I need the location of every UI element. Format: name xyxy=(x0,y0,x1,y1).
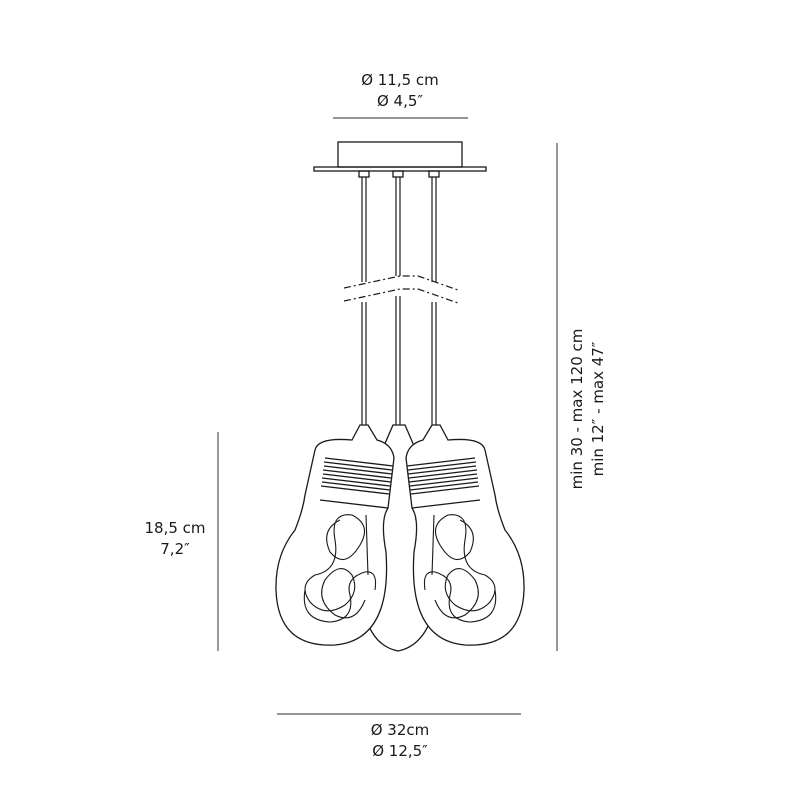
suspension-length-label: min 30 - max 120 cm min 12″ - max 47″ xyxy=(567,309,609,509)
bulb-height-metric: 18,5 cm xyxy=(144,519,206,537)
filament-right xyxy=(423,514,497,623)
canopy-diameter-metric: Ø 11,5 cm xyxy=(361,71,439,89)
bulb-left xyxy=(275,424,395,646)
canopy-diameter-imperial: Ø 4,5″ xyxy=(376,92,424,110)
overall-diameter-label: Ø 32cm Ø 12,5″ xyxy=(300,720,500,762)
overall-diameter-metric: Ø 32cm xyxy=(370,721,430,739)
bulb-right xyxy=(405,424,525,646)
length-break-lines xyxy=(343,275,459,304)
bulb-height-imperial: 7,2″ xyxy=(160,540,190,558)
overall-diameter-imperial: Ø 12,5″ xyxy=(372,742,428,760)
ceiling-canopy xyxy=(313,141,487,178)
suspension-cables xyxy=(361,177,437,425)
canopy-diameter-label: Ø 11,5 cm Ø 4,5″ xyxy=(300,70,500,112)
bulb-height-label: 18,5 cm 7,2″ xyxy=(120,518,230,560)
suspension-length-imperial: min 12″ - max 47″ xyxy=(589,341,607,477)
filament-left xyxy=(303,514,377,623)
suspension-length-metric: min 30 - max 120 cm xyxy=(568,328,586,490)
